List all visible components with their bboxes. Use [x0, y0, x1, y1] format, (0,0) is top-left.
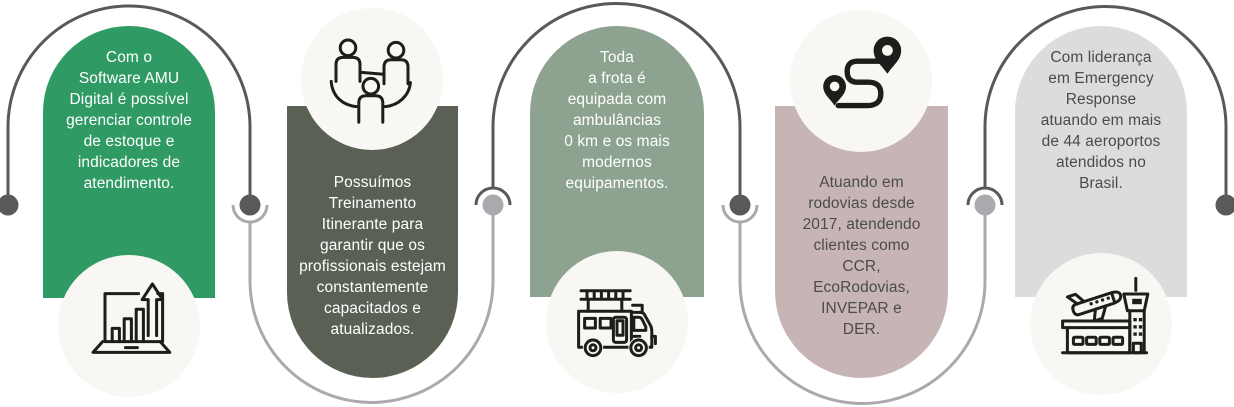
icon-circle-2 — [301, 8, 443, 150]
card-rodovias-text: Atuando em rodovias desde 2017, atendend… — [802, 174, 921, 338]
team-people-icon — [329, 38, 412, 124]
connector-dot-2 — [239, 194, 261, 216]
card-software-amu-text: Com o Software AMU Digital é possível ge… — [66, 49, 192, 192]
card-aeroportos-text: Com liderança em Emergency Response atua… — [1040, 49, 1162, 192]
icon-circle-5 — [1030, 253, 1172, 395]
route-pins-icon — [823, 36, 902, 109]
card-frota-text: Toda a frota é equipada com ambulâncias … — [564, 49, 670, 192]
connector-arc-under-card4 — [721, 204, 987, 405]
card-treinamento: Possuímos Treinamento Itinerante para ga… — [287, 106, 458, 378]
card-treinamento-text: Possuímos Treinamento Itinerante para ga… — [299, 174, 446, 338]
icon-circle-1 — [58, 255, 200, 397]
connector-dot-1 — [0, 194, 19, 216]
connector-dot-5 — [974, 194, 996, 216]
icon-circle-4 — [790, 10, 932, 152]
card-software-amu: Com o Software AMU Digital é possível ge… — [43, 26, 215, 298]
laptop-growth-chart-icon — [91, 282, 172, 354]
connector-arc-under-card2 — [231, 204, 495, 404]
card-aeroportos: Com liderança em Emergency Response atua… — [1015, 26, 1187, 297]
airport-icon — [1061, 276, 1150, 355]
fire-truck-icon — [577, 289, 657, 358]
icon-circle-3 — [546, 251, 688, 393]
connector-dot-6 — [1215, 194, 1234, 216]
connector-arc-over-card3 — [474, 2, 742, 206]
connector-dot-4 — [729, 194, 751, 216]
connector-arc-over-card5 — [966, 5, 1228, 206]
card-rodovias: Atuando em rodovias desde 2017, atendend… — [775, 106, 948, 378]
connector-arc-over-card1 — [6, 4, 252, 205]
connector-dot-3 — [482, 194, 504, 216]
